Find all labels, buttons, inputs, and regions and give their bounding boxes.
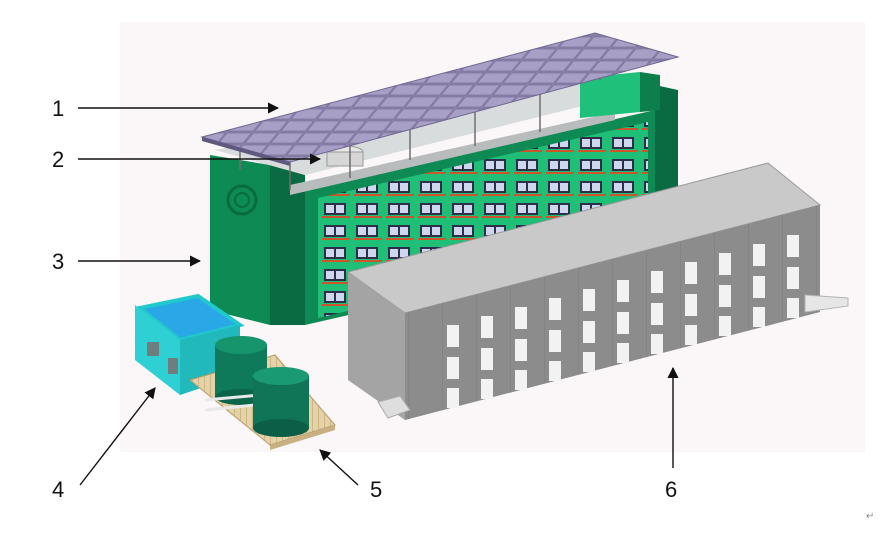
label-4: 4 <box>52 477 64 502</box>
storage-tank-front <box>253 367 309 437</box>
grey-building-base-slab <box>804 294 849 313</box>
rooftop-plant-room <box>580 72 640 118</box>
grey-building-end-wall <box>348 272 405 420</box>
corner-mark: ↵ <box>866 511 874 522</box>
green-building-tower-side <box>270 165 305 325</box>
label-2: 2 <box>52 147 64 172</box>
building-logo <box>226 184 258 216</box>
arrow-4 <box>79 387 156 486</box>
label-5: 5 <box>370 477 382 502</box>
label-6: 6 <box>665 477 677 502</box>
label-1: 1 <box>52 96 64 121</box>
arrow-5 <box>319 449 359 486</box>
grey-building <box>346 162 849 420</box>
grey-building-windows <box>447 235 799 408</box>
piping <box>204 393 261 412</box>
green-building-tower-front <box>210 155 270 325</box>
roof-parapet <box>290 112 615 195</box>
callout-arrows <box>78 102 679 486</box>
entrance-steps <box>377 395 411 419</box>
grey-building-long-facade <box>405 205 820 420</box>
tank-platform <box>188 336 336 450</box>
label-3: 3 <box>52 249 64 274</box>
